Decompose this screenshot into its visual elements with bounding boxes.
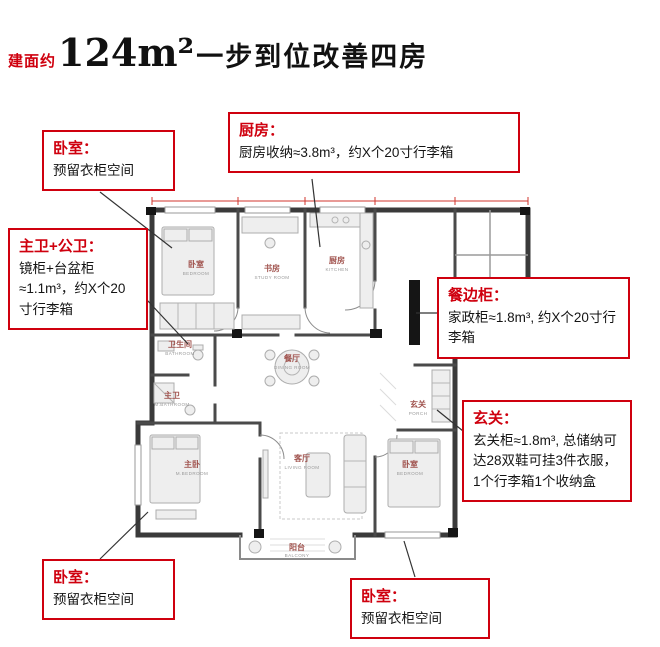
svg-text:KITCHEN: KITCHEN (326, 267, 349, 272)
svg-text:STUDY ROOM: STUDY ROOM (254, 275, 289, 280)
callout-title: 卧室： (53, 569, 99, 586)
room-label-study: 书房 STUDY ROOM (254, 263, 289, 280)
svg-text:餐厅: 餐厅 (283, 353, 300, 363)
callout-title: 玄关： (473, 410, 519, 427)
svg-text:卫生间: 卫生间 (168, 339, 192, 349)
title-area-label: 建面约 (8, 53, 57, 70)
callout-title: 厨房： (239, 122, 285, 139)
interior-walls (136, 208, 457, 537)
svg-text:M.BEDROOM: M.BEDROOM (176, 471, 208, 476)
svg-text:书房: 书房 (264, 263, 280, 273)
balcony-plants (248, 538, 342, 554)
callout-title: 卧室： (361, 588, 407, 605)
desk-shape (241, 216, 301, 330)
callout-body: 预留衣柜空间 (53, 592, 134, 607)
svg-text:BEDROOM: BEDROOM (183, 271, 210, 276)
room-label-master-bathroom: 主卫 M.BATHROOM (154, 390, 189, 407)
balcony-rail (239, 535, 356, 560)
callout-title: 卧室： (53, 140, 99, 157)
room-label-dining: 餐厅 DINING ROOM (274, 353, 310, 370)
svg-text:BATHROOM: BATHROOM (165, 351, 194, 356)
kitchen-counter-shape (309, 212, 374, 309)
callout-title: 主卫+公卫： (19, 238, 103, 255)
svg-text:厨房: 厨房 (329, 255, 345, 265)
title-area-value: 124m² (58, 30, 195, 75)
floorplan-drawing: 卧室 BEDROOM 书房 STUDY ROOM 厨房 KITCHEN 卫生间 … (134, 197, 531, 560)
room-label-bedroom-tl: 卧室 BEDROOM (183, 259, 210, 276)
room-label-bathroom: 卫生间 BATHROOM (165, 339, 194, 356)
callout-bedroom-top: 卧室： 预留衣柜空间 (42, 130, 175, 192)
callout-body: 玄关柜≈1.8m³, 总储纳可达28双鞋可挂3件衣服，1个行李箱1个收纳盒 (473, 433, 618, 489)
svg-text:阳台: 阳台 (289, 542, 305, 552)
master-bathroom-fixtures (153, 382, 196, 416)
svg-text:卧室: 卧室 (188, 259, 204, 269)
bed-shape-2 (387, 438, 441, 508)
room-label-bedroom-br: 卧室 BEDROOM (397, 459, 424, 476)
windows (134, 206, 441, 539)
svg-text:BALCONY: BALCONY (285, 553, 310, 558)
callout-body: 镜柜+台盆柜≈1.1m³，约X个20寸行李箱 (19, 261, 126, 317)
title-slogan: 一步到位改善四房 (196, 42, 429, 72)
svg-text:BEDROOM: BEDROOM (397, 471, 424, 476)
svg-text:主卫: 主卫 (164, 390, 180, 400)
bed-shape (159, 226, 235, 330)
dimension-line (151, 197, 529, 205)
sofa-shape (262, 432, 367, 520)
room-label-master-bedroom: 主卧 M.BEDROOM (176, 459, 208, 476)
svg-text:客厅: 客厅 (293, 453, 310, 463)
callout-bedroom-bottom-right: 卧室： 预留衣柜空间 (350, 578, 490, 640)
callout-sideboard: 餐边柜： 家政柜≈1.8m³, 约X个20寸行李箱 (437, 277, 630, 359)
room-label-porch: 玄关 PORCH (409, 399, 428, 416)
callout-master-and-public-bath: 主卫+公卫： 镜柜+台盆柜≈1.1m³，约X个20寸行李箱 (8, 228, 148, 330)
master-bed-shape (149, 434, 201, 520)
svg-text:LIVING ROOM: LIVING ROOM (284, 465, 319, 470)
svg-text:卧室: 卧室 (402, 459, 418, 469)
callout-body: 预留衣柜空间 (53, 163, 134, 178)
svg-text:M.BATHROOM: M.BATHROOM (154, 402, 189, 407)
callout-bedroom-bottom-left: 卧室： 预留衣柜空间 (42, 559, 175, 621)
callout-title: 餐边柜： (448, 287, 509, 304)
svg-text:主卧: 主卧 (184, 459, 200, 469)
room-label-living: 客厅 LIVING ROOM (284, 453, 319, 470)
callout-body: 预留衣柜空间 (361, 611, 442, 626)
svg-text:玄关: 玄关 (410, 399, 426, 409)
svg-text:DINING ROOM: DINING ROOM (274, 365, 310, 370)
dining-table-shape (264, 349, 320, 387)
callout-kitchen: 厨房： 厨房收纳≈3.8m³，约X个20寸行李箱 (228, 112, 520, 174)
callout-body: 厨房收纳≈3.8m³，约X个20寸行李箱 (239, 145, 454, 160)
room-label-balcony: 阳台 BALCONY (285, 542, 310, 558)
callout-body: 家政柜≈1.8m³, 约X个20寸行李箱 (448, 310, 616, 346)
svg-text:PORCH: PORCH (409, 411, 428, 416)
page-title: 建面约124m²一步到位改善四房 (8, 30, 428, 75)
callout-entry: 玄关： 玄关柜≈1.8m³, 总储纳可达28双鞋可挂3件衣服，1个行李箱1个收纳… (462, 400, 632, 502)
room-label-kitchen: 厨房 KITCHEN (326, 255, 349, 272)
